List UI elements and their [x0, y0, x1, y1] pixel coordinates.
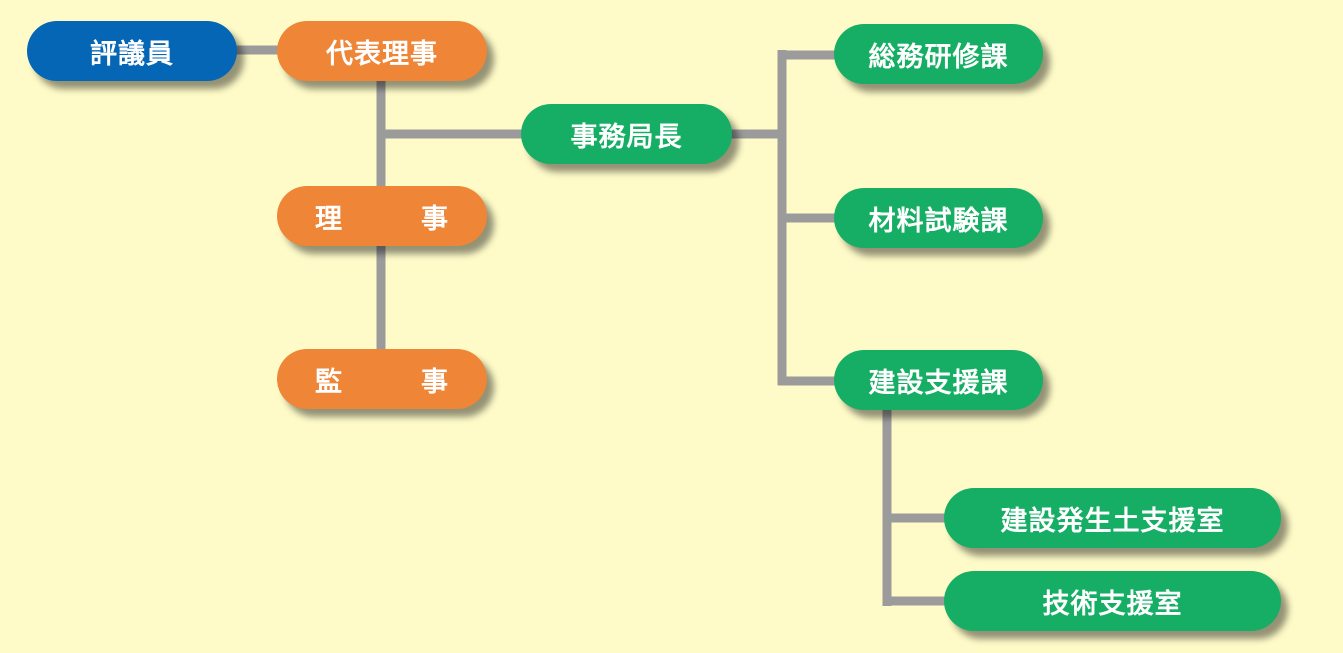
node-director-label-right: 事: [421, 203, 449, 235]
node-construction-soil-support: 建設発生土支援室: [944, 488, 1281, 548]
node-technical-support: 技術支援室: [944, 571, 1281, 631]
node-auditor-label-left: 監: [315, 366, 343, 398]
node-director-label-left: 理: [315, 203, 343, 235]
node-general-affairs-training: 総務研修課: [834, 24, 1043, 84]
node-councilor: 評議員: [27, 21, 237, 81]
node-material-testing: 材料試験課: [834, 188, 1043, 248]
node-secretary-general: 事務局長: [521, 104, 732, 164]
node-representative-director: 代表理事: [277, 21, 487, 81]
node-auditor-label-right: 事: [421, 366, 449, 398]
node-auditor: 監 事: [277, 349, 487, 409]
node-director: 理 事: [277, 186, 487, 246]
node-construction-support: 建設支援課: [834, 350, 1043, 410]
